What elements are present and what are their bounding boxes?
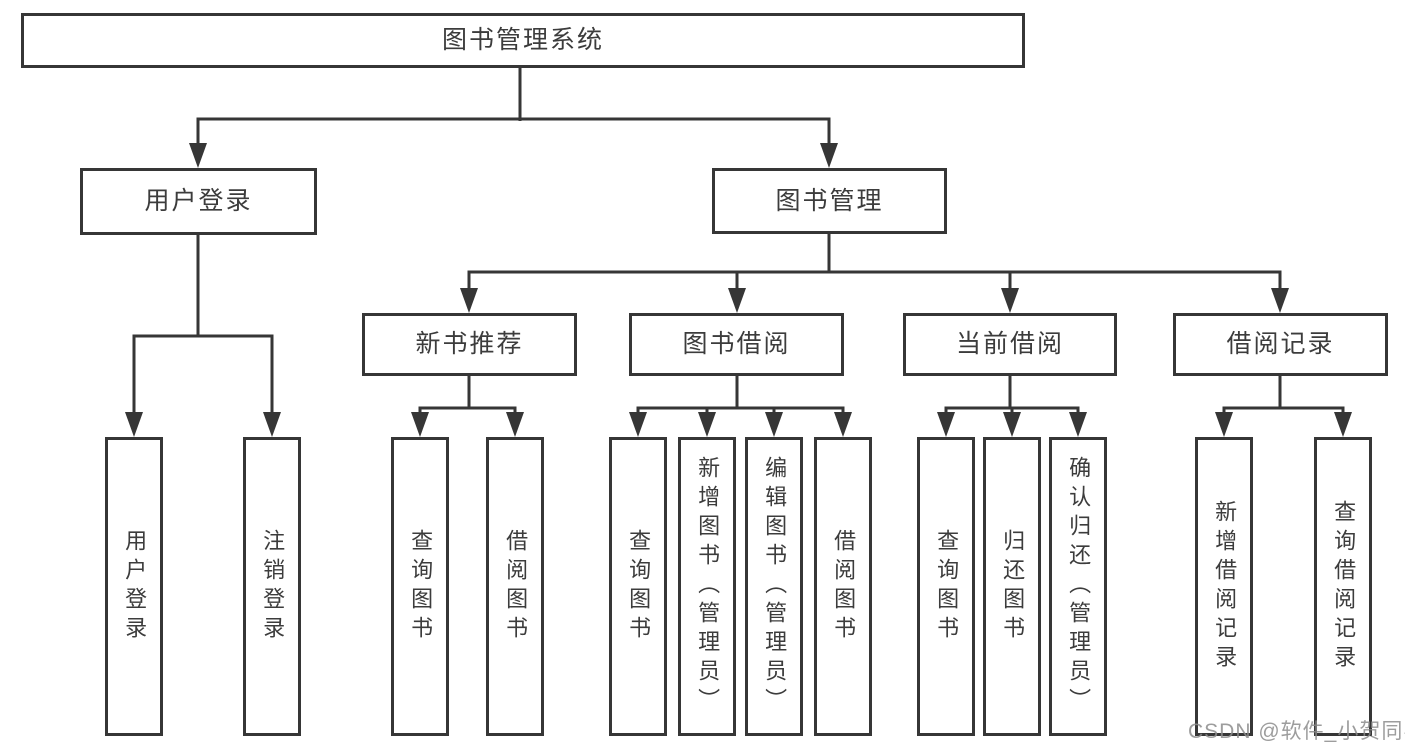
- node-return-book: 归还图书: [983, 437, 1041, 736]
- csdn-watermark: CSDN @软件_小贺同学: [1188, 720, 1405, 743]
- arrow-down-icon: [1271, 288, 1289, 313]
- connector-line: [467, 270, 1282, 290]
- arrow-down-icon: [1001, 288, 1019, 313]
- arrow-down-icon: [834, 412, 852, 437]
- arrow-down-icon: [728, 288, 746, 313]
- arrow-down-icon: [1003, 412, 1021, 437]
- arrowheads: [125, 143, 1352, 437]
- arrow-down-icon: [189, 143, 207, 168]
- node-book-management: 图书管理: [712, 168, 947, 234]
- node-add-book-admin: 新增图书（管理员）: [678, 437, 736, 736]
- arrow-down-icon: [1069, 412, 1087, 437]
- node-borrow-records: 借阅记录: [1173, 313, 1388, 376]
- connector-lines: [132, 68, 1345, 414]
- arrow-down-icon: [698, 412, 716, 437]
- node-query-books-recommend: 查询图书: [391, 437, 449, 736]
- node-borrow-books-leaf: 借阅图书: [814, 437, 872, 736]
- node-edit-book-admin: 编辑图书（管理员）: [745, 437, 803, 736]
- node-query-books-current: 查询图书: [917, 437, 975, 736]
- node-query-books-borrow: 查询图书: [609, 437, 667, 736]
- node-query-borrow-record: 查询借阅记录: [1314, 437, 1372, 736]
- arrow-down-icon: [629, 412, 647, 437]
- connector-line: [132, 334, 274, 413]
- connector-line: [636, 406, 845, 414]
- arrow-down-icon: [820, 143, 838, 168]
- node-logout: 注销登录: [243, 437, 301, 736]
- node-new-book-recommend: 新书推荐: [362, 313, 577, 376]
- node-confirm-return-admin: 确认归还（管理员）: [1049, 437, 1107, 736]
- arrow-down-icon: [125, 412, 143, 437]
- arrow-down-icon: [937, 412, 955, 437]
- arrow-down-icon: [411, 412, 429, 437]
- node-system-root: 图书管理系统: [21, 13, 1025, 68]
- arrow-down-icon: [1215, 412, 1233, 437]
- connector-line: [196, 117, 831, 144]
- arrow-down-icon: [506, 412, 524, 437]
- connector-line: [418, 406, 517, 414]
- node-add-borrow-record: 新增借阅记录: [1195, 437, 1253, 736]
- arrow-down-icon: [263, 412, 281, 437]
- node-user-login: 用户登录: [80, 168, 317, 235]
- node-borrow-books-recommend: 借阅图书: [486, 437, 544, 736]
- arrow-down-icon: [765, 412, 783, 437]
- node-book-borrow: 图书借阅: [629, 313, 844, 376]
- connector-line: [1222, 406, 1345, 414]
- arrow-down-icon: [1334, 412, 1352, 437]
- arrow-down-icon: [460, 288, 478, 313]
- node-user-login-leaf: 用户登录: [105, 437, 163, 736]
- node-current-borrow: 当前借阅: [903, 313, 1117, 376]
